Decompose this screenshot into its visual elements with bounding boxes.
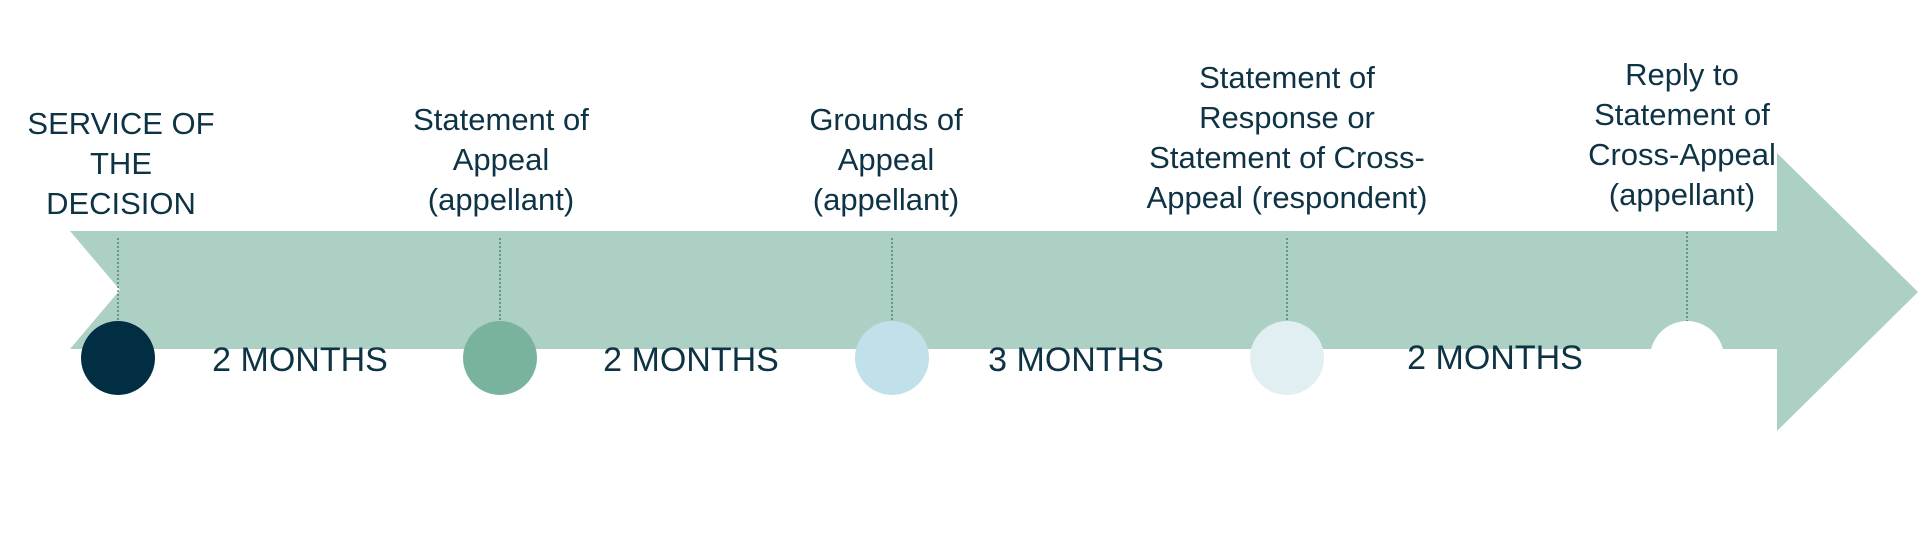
milestone-label-service-of-decision: SERVICE OF THE DECISION <box>27 106 215 221</box>
milestone-dot-grounds-of-appeal <box>855 321 929 395</box>
milestone-label-statement-of-response: Statement of Response or Statement of Cr… <box>1146 60 1428 215</box>
milestone-label-reply-to-cross-appeal: Reply to Statement of Cross-Appeal (appe… <box>1588 57 1776 212</box>
milestone-dot-reply-to-cross-appeal <box>1650 321 1724 395</box>
duration-label-2: 2 MONTHS <box>603 341 779 379</box>
milestone-dot-statement-of-appeal <box>463 321 537 395</box>
milestone-label-grounds-of-appeal: Grounds of Appeal (appellant) <box>809 102 963 217</box>
connector-lines <box>117 232 1688 321</box>
duration-label-1: 2 MONTHS <box>212 341 388 379</box>
timeline-arrow-shape <box>70 153 1918 431</box>
milestone-label-statement-of-appeal: Statement of Appeal (appellant) <box>413 102 589 217</box>
duration-label-4: 2 MONTHS <box>1407 339 1583 377</box>
milestone-dot-statement-of-response <box>1250 321 1324 395</box>
milestone-dot-service-of-decision <box>81 321 155 395</box>
milestone-dots <box>81 321 1724 395</box>
duration-label-3: 3 MONTHS <box>988 341 1164 379</box>
